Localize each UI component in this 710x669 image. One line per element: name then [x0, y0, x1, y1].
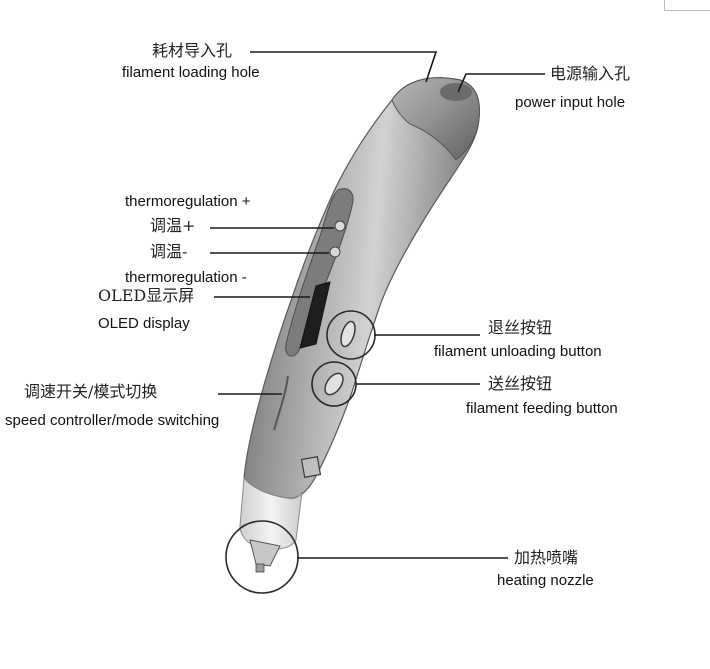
label-unloading-button-zh: 退丝按钮	[488, 318, 553, 337]
mode-switch-shape	[300, 456, 322, 478]
leader-lines	[210, 51, 545, 559]
speed-slider-track	[273, 375, 289, 431]
label-speed-controller-zh: 调速开关/模式切换	[24, 382, 158, 401]
label-thermo-minus-zh: 调温-	[150, 242, 188, 261]
frame-corner-mark	[664, 10, 710, 11]
unloading-button-shape	[340, 320, 356, 348]
label-power-input-hole-en: power input hole	[515, 94, 626, 111]
leader-power-input	[457, 73, 545, 93]
label-heating-nozzle-en: heating nozzle	[497, 572, 594, 589]
label-oled-display-en: OLED display	[98, 315, 190, 332]
label-unloading-button-en: filament unloading button	[434, 343, 602, 360]
label-oled-display-zh: OLED显示屏	[98, 286, 195, 305]
leader-filament-loading	[250, 51, 438, 83]
nozzle-highlight-ring	[225, 520, 299, 594]
label-thermo-plus-en: thermoregulation +	[125, 193, 251, 210]
label-feeding-button-en: filament feeding button	[466, 400, 618, 417]
thermo-plus-button-shape	[334, 220, 346, 232]
oled-screen-shape	[299, 281, 331, 349]
frame-corner-mark	[664, 0, 665, 10]
label-speed-controller-en: speed controller/mode switching	[5, 412, 220, 429]
thermo-minus-button-shape	[329, 246, 341, 258]
label-heating-nozzle-zh: 加热喷嘴	[514, 548, 579, 567]
control-panel	[285, 188, 354, 357]
label-power-input-hole-zh: 电源输入孔	[550, 64, 631, 83]
label-thermo-minus-en: thermoregulation -	[125, 269, 247, 286]
label-thermo-plus-zh: 调温+	[150, 216, 196, 235]
nozzle-needle	[255, 563, 265, 573]
feeding-button-shape	[324, 372, 344, 396]
nozzle-tip	[249, 539, 281, 567]
label-filament-loading-hole-en: filament loading hole	[122, 64, 260, 81]
label-filament-loading-hole-zh: 耗材导入孔	[152, 41, 233, 60]
label-feeding-button-zh: 送丝按钮	[488, 374, 553, 393]
power-input-hole-shape	[440, 83, 472, 101]
